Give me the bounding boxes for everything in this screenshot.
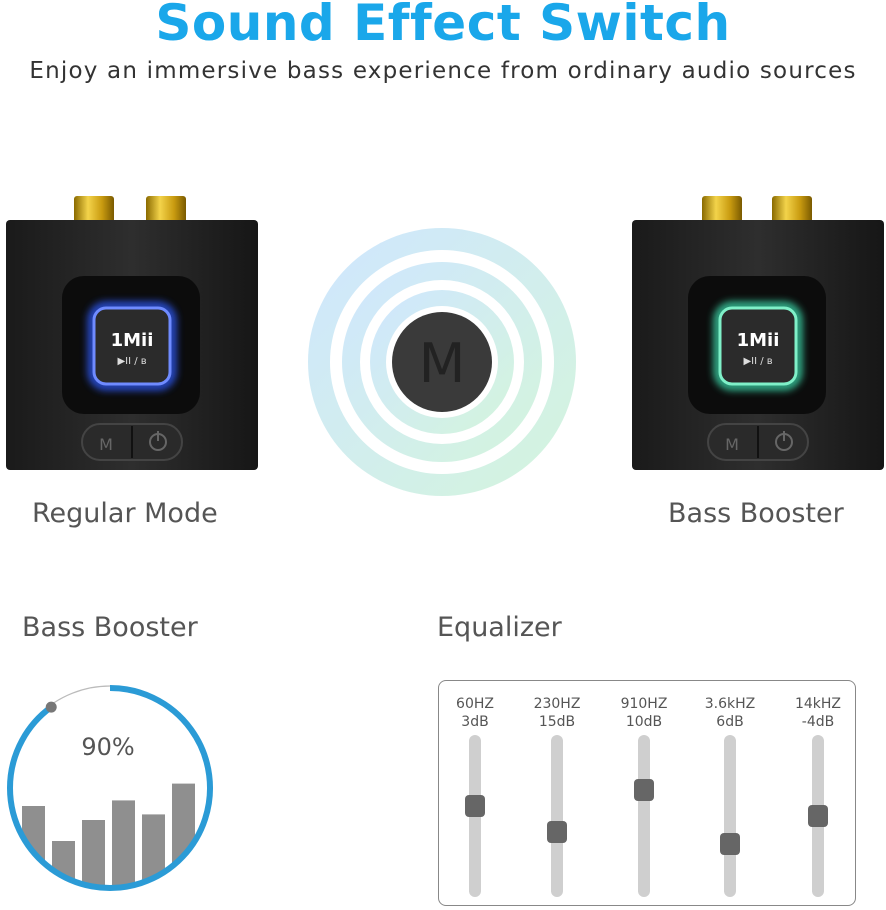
bass-bar [142,814,165,888]
bass-booster-label: Bass Booster [668,498,844,529]
page-title: Sound Effect Switch [155,0,731,52]
eq-band-frequency: 14kHZ [794,696,842,712]
eq-band-frequency: 910HZ [620,696,668,712]
play-bluetooth-icon: ▶II / ʙ [117,356,146,367]
page-subtitle: Enjoy an immersive bass experience from … [29,58,857,84]
percent-label: 90% [81,733,134,761]
eq-band-gain: 3dB [461,714,489,730]
center-m-label: M [419,332,466,395]
eq-band-gain: 6dB [716,714,744,730]
brand-logo: 1Mii [737,330,780,351]
center-m-button[interactable] [392,312,492,412]
eq-slider-knob[interactable] [808,805,828,827]
eq-band-gain: 10dB [625,714,663,730]
eq-slider-knob[interactable] [634,779,654,802]
equalizer-heading: Equalizer [437,612,562,643]
eq-slider-track[interactable] [724,735,736,897]
bass-booster-gauge: 90% [7,685,213,891]
bass-bar [172,783,195,888]
eq-slider-track[interactable] [551,735,563,897]
bass-bar [82,820,105,888]
bass-bar [112,800,135,888]
eq-band-frequency: 230HZ [533,696,581,712]
progress-ring [7,685,213,891]
eq-slider-track[interactable] [638,735,650,897]
eq-band-label: 3.6kHZ 6dB [690,695,770,731]
eq-band-gain: 15dB [538,714,576,730]
equalizer-panel: 60HZ 3dB 230HZ 15dB 910HZ 10dB 3.6kHZ 6dB 14kHZ -… [438,680,856,906]
rca-connector [702,196,812,224]
eq-band-frequency: 3.6kHZ [704,696,756,712]
bass-booster-heading: Bass Booster [22,612,198,643]
eq-slider-knob[interactable] [720,832,740,855]
eq-slider-knob[interactable] [465,795,485,818]
eq-band-gain: -4dB [801,714,835,730]
rca-connector [74,196,186,224]
eq-band-frequency: 60HZ [456,696,494,712]
device-bass-booster: 1Mii ▶II / ʙ M [632,196,884,470]
progress-handle[interactable] [45,701,57,713]
brand-logo: 1Mii [111,330,154,351]
play-bluetooth-icon: ▶II / ʙ [743,356,772,367]
power-icon[interactable] [149,431,167,451]
eq-band-label: 910HZ 10dB [604,695,684,731]
m-button[interactable]: M [725,435,739,454]
sound-wave-graphic: M [308,228,576,496]
device-regular-mode: 1Mii ▶II / ʙ M [6,196,258,470]
eq-band-label: 60HZ 3dB [435,695,515,731]
eq-band-label: 14kHZ -4dB [778,695,858,731]
m-button[interactable]: M [99,435,113,454]
eq-slider-knob[interactable] [547,821,567,844]
eq-band-label: 230HZ 15dB [517,695,597,731]
power-icon[interactable] [775,431,793,451]
regular-mode-label: Regular Mode [32,498,218,529]
